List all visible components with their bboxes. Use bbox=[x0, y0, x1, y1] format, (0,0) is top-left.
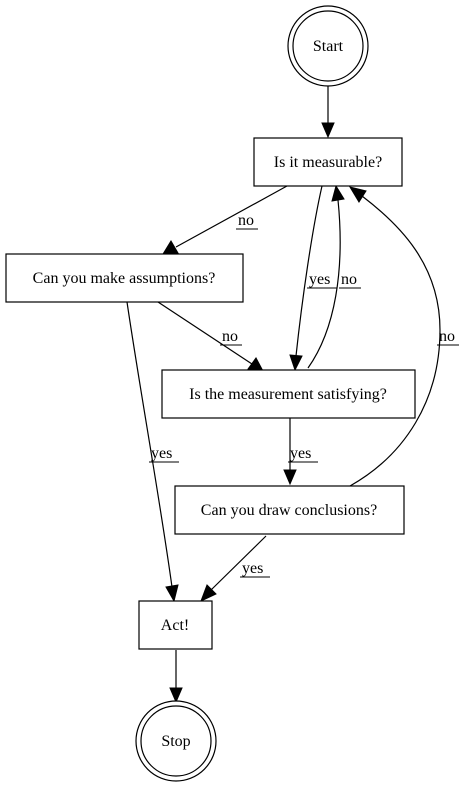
edge-assumptions-to-act bbox=[126, 301, 179, 603]
edge-label-measurable-yes: yes bbox=[307, 271, 337, 289]
edge-label-satisfying-no: no bbox=[339, 271, 361, 289]
svg-text:Is it measurable?: Is it measurable? bbox=[274, 154, 382, 171]
svg-text:Can you draw conclusions?: Can you draw conclusions? bbox=[201, 502, 377, 519]
edge-conclusions-to-measurable bbox=[348, 186, 441, 487]
edge-label-measurable-no: no bbox=[236, 212, 258, 230]
edge-label-conclusions-yes: yes bbox=[240, 560, 270, 578]
svg-text:Is the measurement satisfying?: Is the measurement satisfying? bbox=[189, 386, 387, 403]
edge-measurable-to-satisfying bbox=[289, 185, 323, 372]
svg-text:Can you make assumptions?: Can you make assumptions? bbox=[33, 270, 216, 287]
edge-measurable-to-assumptions bbox=[162, 185, 288, 255]
svg-text:yes: yes bbox=[242, 560, 263, 577]
node-start: Start bbox=[287, 5, 369, 87]
edge-label-assumptions-no: no bbox=[220, 328, 242, 346]
edge-satisfying-to-conclusions bbox=[283, 418, 297, 486]
node-can-you-make-assumptions: Can you make assumptions? bbox=[5, 253, 244, 303]
svg-text:Act!: Act! bbox=[161, 617, 189, 634]
edge-label-conclusions-no: no bbox=[437, 328, 459, 346]
node-act: Act! bbox=[138, 600, 213, 650]
edge-conclusions-to-act bbox=[200, 535, 267, 602]
edge-assumptions-to-satisfying bbox=[157, 301, 265, 374]
svg-text:no: no bbox=[238, 212, 254, 229]
svg-text:no: no bbox=[439, 328, 455, 345]
node-is-it-measurable: Is it measurable? bbox=[253, 137, 403, 187]
node-is-the-measurement-satisfying: Is the measurement satisfying? bbox=[161, 369, 416, 419]
svg-text:Stop: Stop bbox=[161, 733, 190, 750]
svg-text:no: no bbox=[222, 328, 238, 345]
node-stop: Stop bbox=[135, 700, 217, 782]
node-can-you-draw-conclusions: Can you draw conclusions? bbox=[174, 485, 405, 535]
edge-label-assumptions-yes: yes bbox=[149, 445, 179, 463]
svg-text:yes: yes bbox=[309, 271, 330, 288]
edge-start-to-measurable bbox=[321, 86, 335, 139]
svg-text:yes: yes bbox=[290, 445, 311, 462]
edge-label-satisfying-yes: yes bbox=[288, 445, 318, 463]
edge-act-to-stop bbox=[169, 650, 183, 704]
svg-text:no: no bbox=[341, 271, 357, 288]
edge-satisfying-to-measurable bbox=[307, 184, 345, 369]
svg-text:yes: yes bbox=[151, 445, 172, 462]
svg-text:Start: Start bbox=[313, 38, 344, 55]
